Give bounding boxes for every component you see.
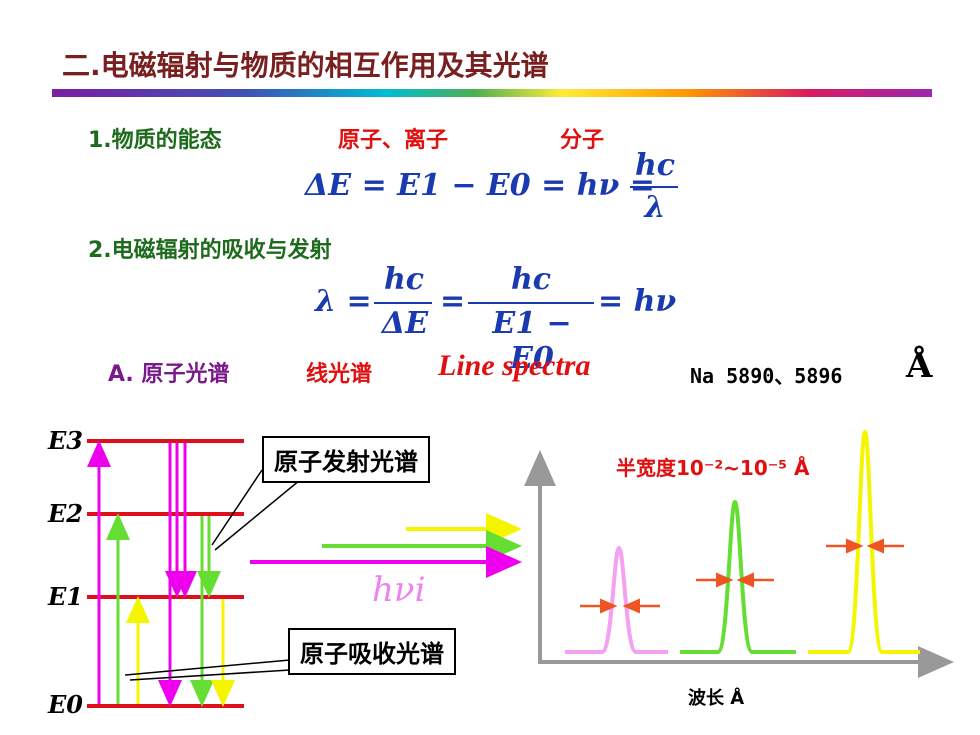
peak-yellow: [808, 429, 920, 654]
slide-title: 二.电磁辐射与物质的相互作用及其光谱: [62, 49, 549, 82]
equation1-numerator: hc: [634, 148, 676, 183]
equation1-denominator: λ: [644, 190, 666, 225]
absorption-callout-2: [129, 669, 291, 681]
na-example: Na 5890、5896: [690, 364, 843, 388]
peak-pink: [565, 545, 668, 654]
wavelength-axis-label: 波长 Å: [688, 688, 745, 709]
emission-callout-2: [214, 479, 301, 551]
equation2-frac2-bar: [468, 302, 594, 304]
equation2-frac1-num: hc: [383, 262, 425, 297]
term-atom-ion: 原子、离子: [338, 128, 449, 153]
term-molecule: 分子: [560, 128, 605, 153]
absorption-spectrum-label: 原子吸收光谱: [288, 628, 456, 675]
half-width-label: 半宽度10⁻²~10⁻⁵ Å: [616, 456, 810, 480]
line-spectrum-en: Line spectra: [438, 349, 591, 382]
angstrom-unit: Å: [906, 346, 933, 386]
emission-callout-1: [211, 469, 263, 546]
equation2-frac2-den: E1 − E0: [492, 306, 572, 376]
equation2-left: λ =: [315, 284, 372, 319]
section2-label: 2.电磁辐射的吸收与发射: [88, 238, 332, 263]
peak-green: [680, 499, 796, 654]
equation2-right: = hν: [598, 284, 677, 319]
emission-spectrum-label: 原子发射光谱: [262, 436, 430, 483]
title-divider: [52, 89, 932, 97]
line-spectrum-cn: 线光谱: [306, 362, 373, 387]
equation1-fraction-bar: [630, 186, 678, 188]
equation1-left: ΔE = E1 − E0 = hν =: [305, 168, 655, 203]
level-label-e0: E0: [48, 690, 83, 719]
equation2-frac1-bar: [374, 302, 432, 304]
level-label-e1: E1: [48, 582, 83, 611]
equation2-frac2-num: hc: [510, 262, 552, 297]
level-label-e3: E3: [48, 426, 83, 455]
photon-energy-label: hνi: [372, 570, 426, 610]
equation2-frac1-den: ΔE: [381, 306, 429, 341]
absorption-callout-1: [124, 659, 291, 676]
section1-label: 1.物质的能态: [88, 128, 222, 153]
level-label-e2: E2: [48, 499, 83, 528]
equation2-eq: =: [440, 284, 466, 319]
sectionA-label: A. 原子光谱: [108, 362, 230, 387]
